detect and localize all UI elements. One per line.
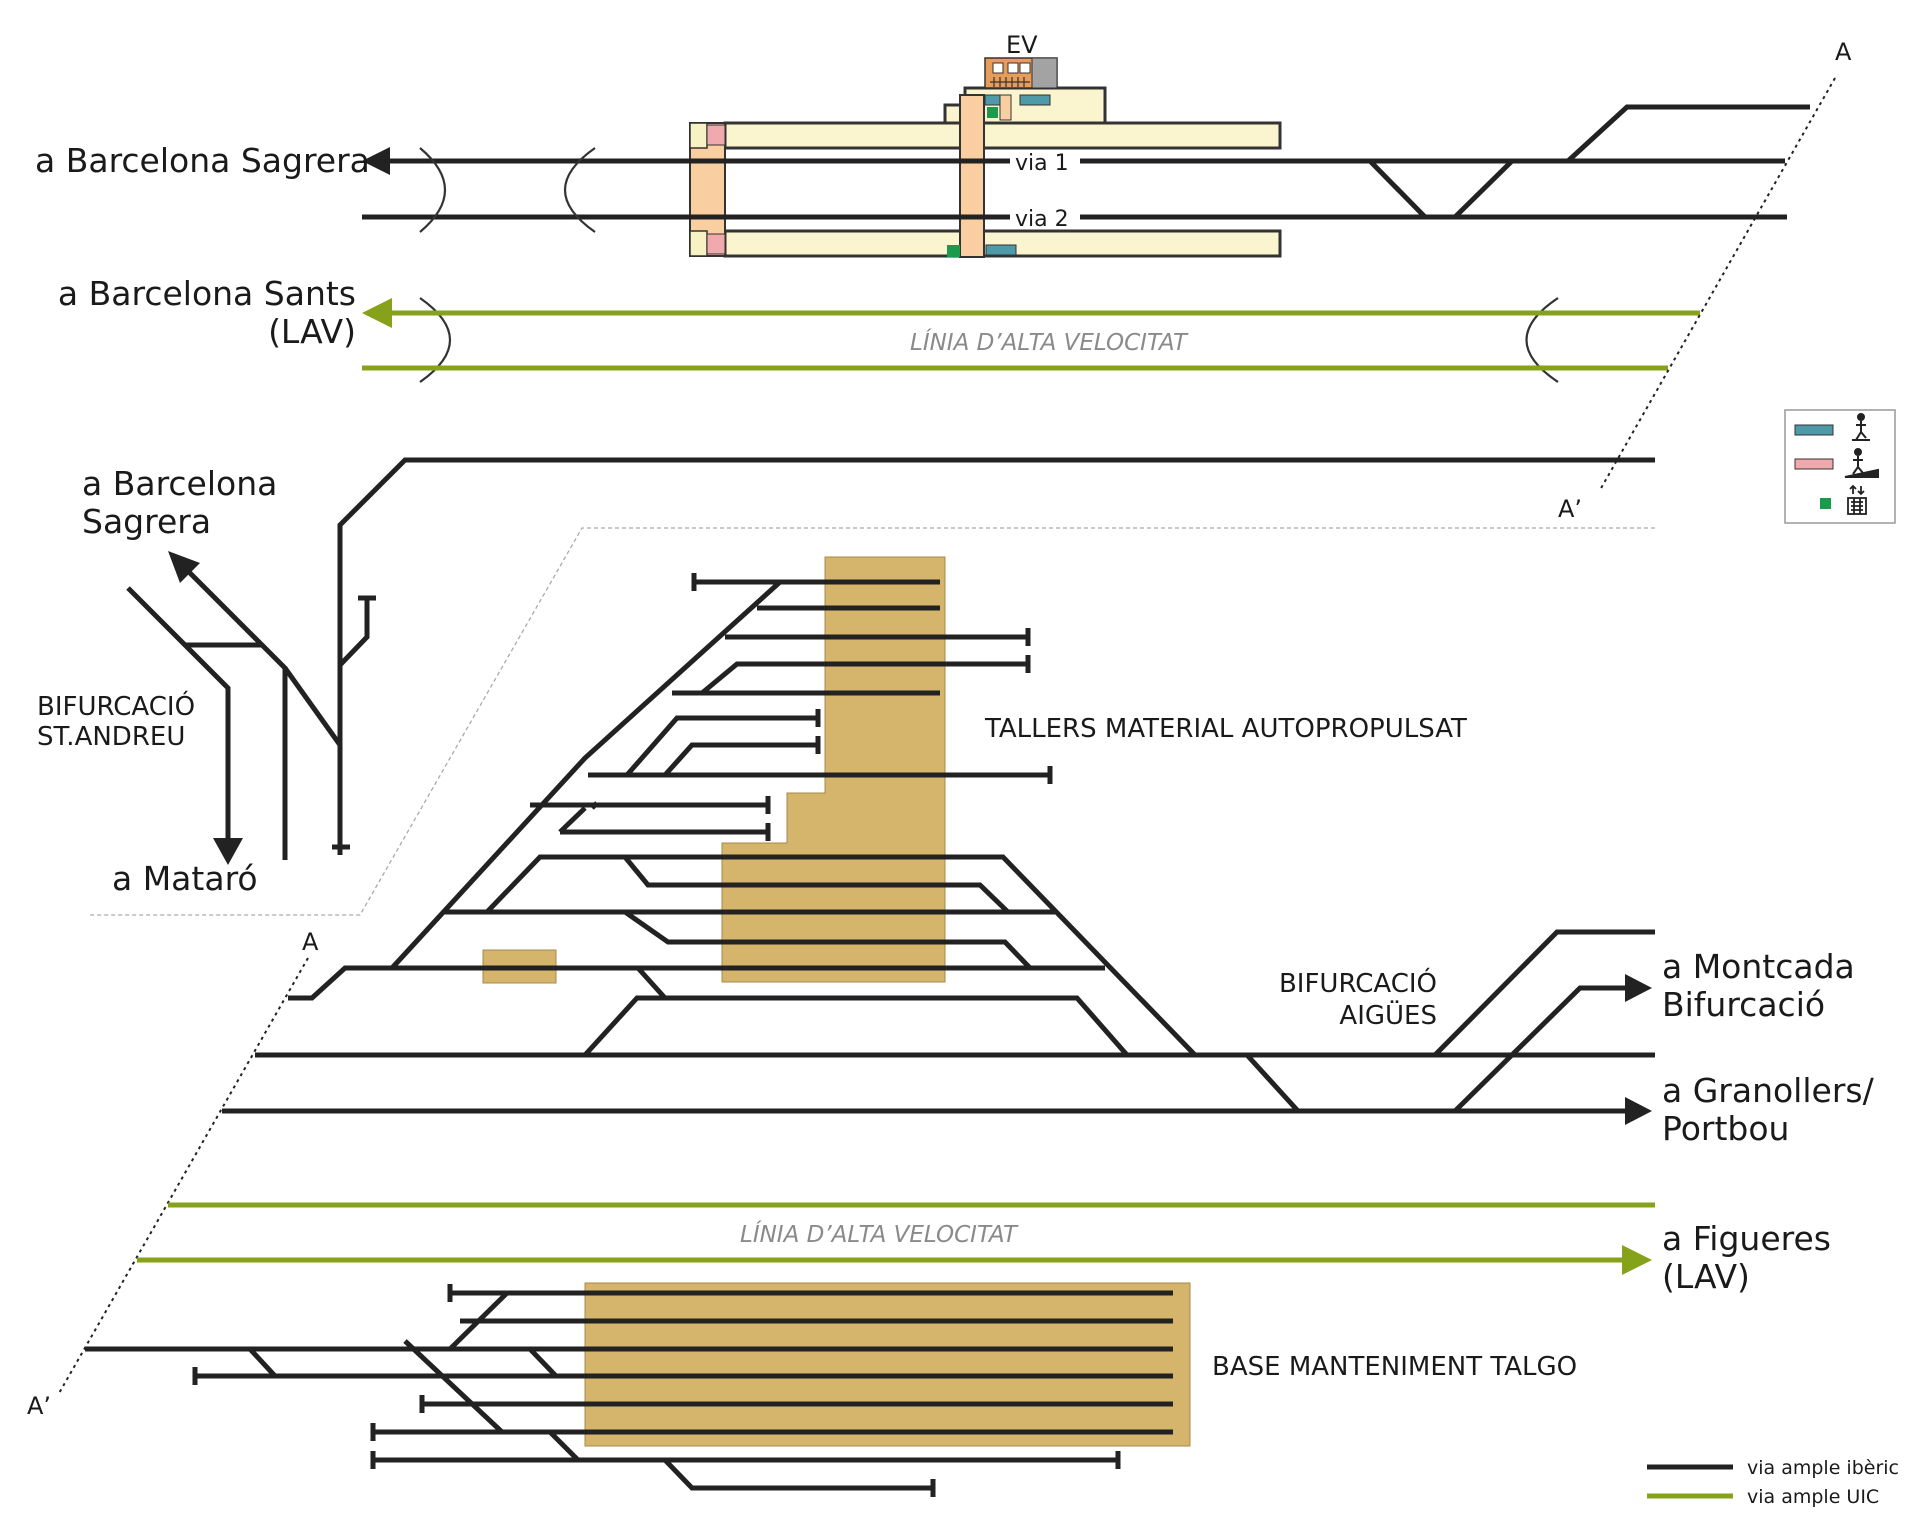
arrow-sagrera-middle (168, 551, 200, 583)
arrow-sants (362, 298, 392, 328)
bif-aigues-2: AIGÜES (1339, 999, 1437, 1031)
section-line-a-top (1599, 77, 1836, 491)
bottom-section: LÍNIA D’ALTA VELOCITAT a Figueres (LAV) (27, 1202, 1831, 1497)
dest-sants-2: (LAV) (268, 312, 356, 351)
footbridge (959, 94, 985, 258)
dest-figueres-2: (LAV) (1662, 1257, 1750, 1296)
dest-granollers-1: a Granollers/ (1662, 1071, 1875, 1110)
section-a-prime-bottom: A’ (27, 1392, 51, 1420)
middle-section: a Barcelona Sagrera BIFURCACIÓ ST.ANDREU… (37, 457, 1875, 1396)
station-ev-label: EV (1006, 31, 1038, 59)
legend-escalator-swatch (1794, 424, 1834, 436)
dest-sagrera: a Barcelona Sagrera (35, 141, 370, 180)
escalator-block (985, 244, 1017, 256)
arrow-sagrera (362, 147, 390, 175)
section-a-mid: A (302, 928, 319, 956)
lav-label-top: LÍNIA D’ALTA VELOCITAT (910, 328, 1189, 356)
legend-iberian-label: via ample ibèric (1747, 1457, 1899, 1479)
arrow-granollers (1625, 1097, 1652, 1125)
elevator-block (947, 245, 960, 257)
dest-sagrera-mid-2: Sagrera (82, 502, 211, 541)
legend-elevator-swatch (1820, 498, 1831, 509)
escalator-icon (1852, 413, 1870, 441)
dest-mataro: a Mataró (112, 859, 258, 898)
talgo-label: BASE MANTENIMENT TALGO (1212, 1352, 1577, 1382)
arrow-figueres (1622, 1245, 1652, 1275)
talgo-shed (584, 1282, 1191, 1447)
station-section: via 1 via 2 LÍNIA D’ALTA VELOCITAT a Bar… (35, 31, 1852, 523)
bif-standreu-1: BIFURCACIÓ (37, 690, 195, 722)
lav-label-bottom: LÍNIA D’ALTA VELOCITAT (740, 1220, 1019, 1248)
arrow-mataro (213, 838, 243, 865)
track-montcada (1433, 929, 1655, 1057)
via-2-label: via 2 (1015, 207, 1069, 232)
track-sagrera-loop (337, 457, 1655, 855)
tallers-label: TALLERS MATERIAL AUTOPROPULSAT (984, 714, 1467, 744)
dest-granollers-2: Portbou (1662, 1109, 1789, 1148)
track-siding-top (1566, 104, 1810, 163)
elevator-icon (1847, 484, 1867, 515)
legend-stairs-swatch (1794, 458, 1834, 470)
via-1-label: via 1 (1015, 151, 1069, 176)
bif-aigues-1: BIFURCACIÓ (1279, 967, 1437, 999)
stairs-block (706, 124, 726, 146)
dest-sants-1: a Barcelona Sants (58, 274, 356, 313)
depot-tracks (288, 573, 1197, 1057)
talgo-tracks (85, 1284, 1173, 1497)
track-standreu-main (183, 566, 288, 860)
track-mataro (126, 586, 231, 845)
dest-sagrera-mid-1: a Barcelona (82, 464, 277, 503)
section-a-prime-top: A’ (1558, 495, 1582, 523)
dest-montcada-2: Bifurcació (1662, 985, 1825, 1024)
section-a-top: A (1835, 38, 1852, 66)
stairs-block (706, 233, 726, 255)
workshop-shed-main (721, 556, 946, 983)
platform-north (723, 121, 1282, 150)
dest-figueres-1: a Figueres (1662, 1219, 1831, 1258)
legend-uic-label: via ample UIC (1747, 1486, 1879, 1508)
stairs-icon (1844, 448, 1879, 478)
arrow-montcada (1625, 974, 1652, 1002)
station-legend (1784, 409, 1896, 524)
section-line-a-bottom (57, 957, 309, 1396)
dest-montcada-1: a Montcada (1662, 947, 1855, 986)
gauge-legend: via ample ibèric via ample UIC (1647, 1457, 1899, 1508)
bif-standreu-2: ST.ANDREU (37, 722, 185, 752)
